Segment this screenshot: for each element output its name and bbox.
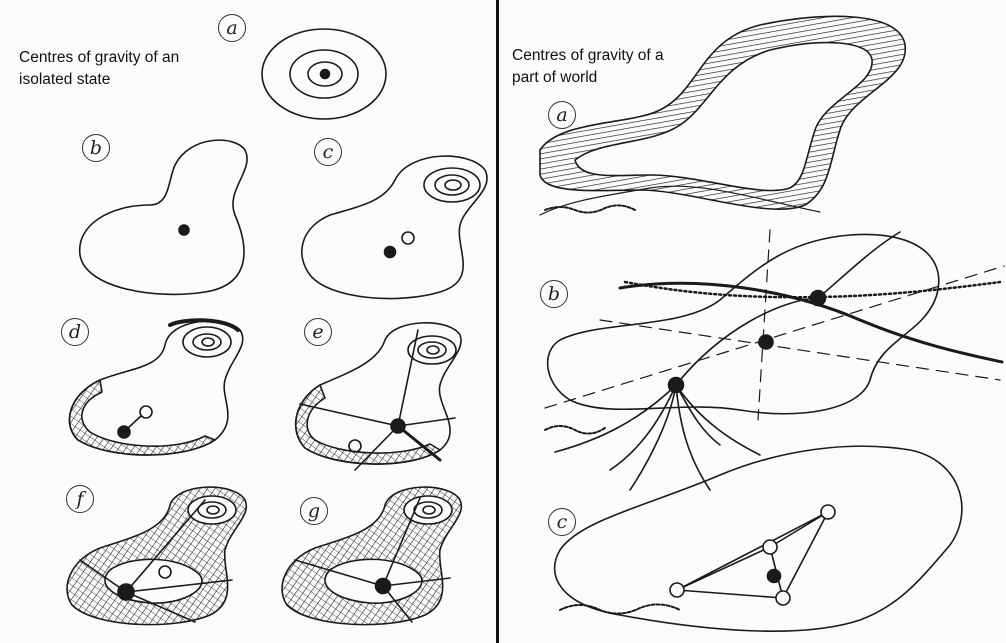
left-stage-label-d: d [61,318,89,346]
left-stage-label-g: g [300,497,328,525]
left-stage-f-sketch [67,487,246,625]
left-stage-label-a: a [218,14,246,42]
right-stage-label-a: a [548,101,576,129]
left-stage-label-e: e [304,318,332,346]
right-stage-c-sketch [555,446,962,631]
right-stage-label-c: c [548,508,576,536]
left-stage-c-sketch [302,156,487,298]
left-stage-b-sketch [80,140,247,294]
left-stage-d-sketch [69,320,242,455]
left-stage-label-b: b [82,134,110,162]
left-stage-label-f: f [66,485,94,513]
left-stage-a-sketch [262,29,386,119]
right-stage-label-b: b [540,280,568,308]
right-stage-b-sketch [545,230,1004,490]
left-stage-label-c: c [314,138,342,166]
right-stage-a-sketch [540,16,905,215]
